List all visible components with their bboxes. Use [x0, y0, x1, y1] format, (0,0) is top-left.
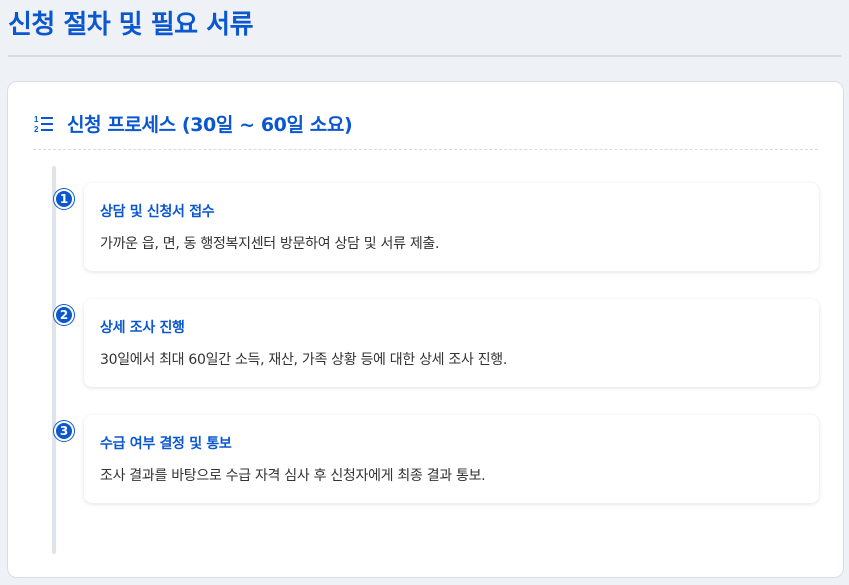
step-2-description: 30일에서 최대 60일간 소득, 재산, 가족 상황 등에 대한 상세 조사 …	[100, 352, 508, 368]
section-title: 신청 프로세스 (30일 ~ 60일 소요)	[67, 114, 353, 136]
section-header: 1 2 신청 프로세스 (30일 ~ 60일 소요)	[33, 110, 818, 150]
step-2-card: 상세 조사 진행 30일에서 최대 60일간 소득, 재산, 가족 상황 등에 …	[84, 299, 819, 387]
process-card: 1 2 신청 프로세스 (30일 ~ 60일 소요) 1 상담 및 신청서 접수…	[7, 81, 844, 578]
svg-text:2: 2	[34, 125, 39, 134]
step-1-description: 가까운 읍, 면, 동 행정복지센터 방문하여 상담 및 서류 제출.	[100, 236, 440, 252]
svg-text:1: 1	[34, 115, 39, 124]
step-1-card: 상담 및 신청서 접수 가까운 읍, 면, 동 행정복지센터 방문하여 상담 및…	[84, 183, 819, 271]
step-1-title: 상담 및 신청서 접수	[100, 204, 215, 220]
numbered-list-icon: 1 2	[34, 115, 53, 134]
step-3-description: 조사 결과를 바탕으로 수급 자격 심사 후 신청자에게 최종 결과 통보.	[100, 468, 486, 484]
step-2-title: 상세 조사 진행	[100, 320, 185, 336]
step-3-title: 수급 여부 결정 및 통보	[100, 436, 232, 452]
step-3-card: 수급 여부 결정 및 통보 조사 결과를 바탕으로 수급 자격 심사 후 신청자…	[84, 415, 819, 503]
page-title: 신청 절차 및 필요 서류	[8, 10, 254, 40]
step-1-number: 1	[54, 189, 74, 209]
step-3-number: 3	[54, 421, 74, 441]
title-divider	[8, 55, 841, 57]
step-2-number: 2	[54, 305, 74, 325]
timeline-line	[52, 166, 56, 554]
